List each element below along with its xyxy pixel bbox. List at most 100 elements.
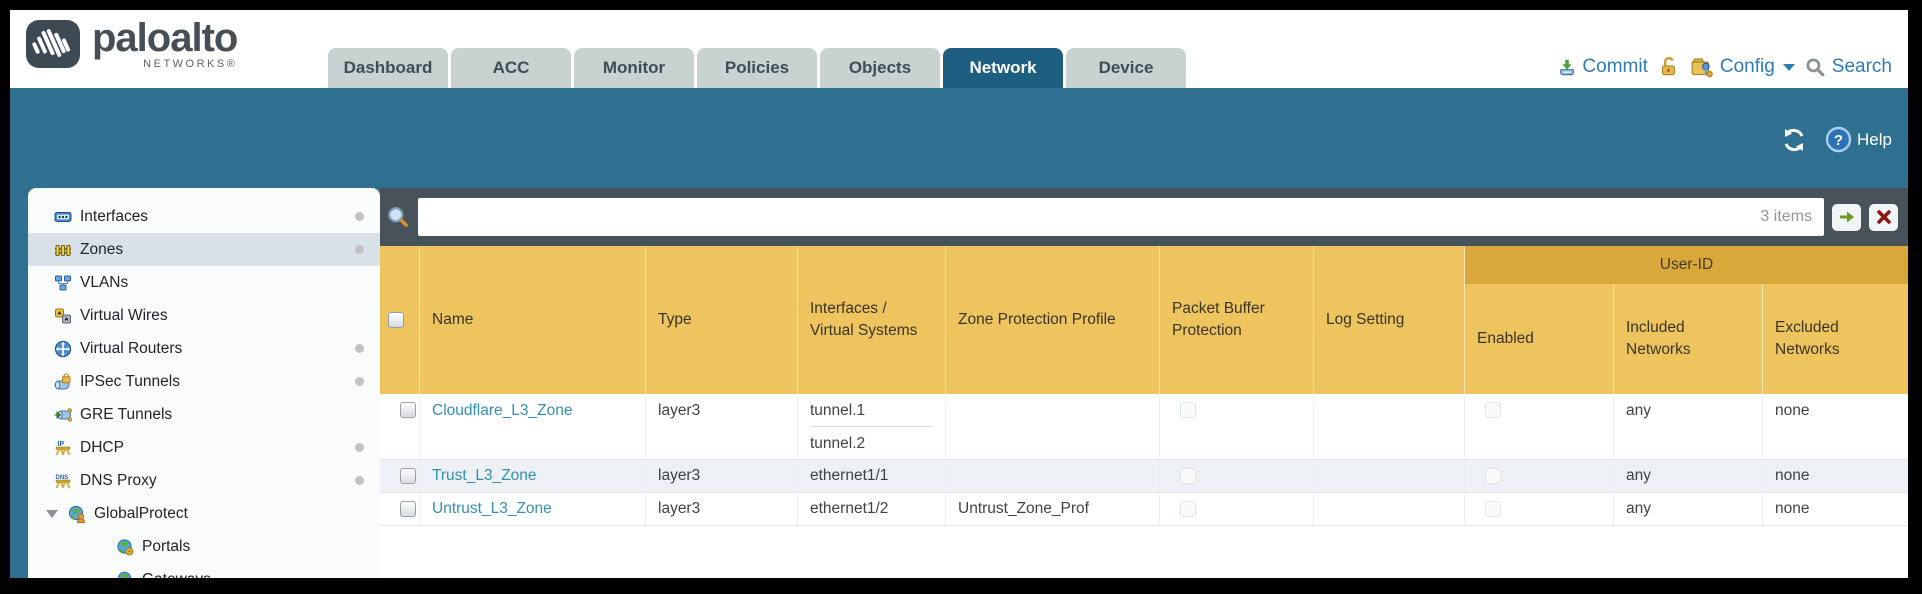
sidebar-item-vlans[interactable]: VLANs <box>28 266 380 299</box>
tab-objects[interactable]: Objects <box>820 48 940 88</box>
user-id-enabled-checkbox[interactable] <box>1485 402 1501 418</box>
sidebar-item-gateways[interactable]: Gateways <box>28 563 380 578</box>
status-dot <box>355 212 364 221</box>
sidebar-item-label: DNS Proxy <box>80 471 157 489</box>
sidebar-item-label: Gateways <box>142 571 211 579</box>
included-networks: any <box>1626 500 1651 517</box>
table-row[interactable]: Cloudflare_L3_Zone layer3 tunnel.1 tunne… <box>380 394 1908 460</box>
status-dot <box>355 476 364 485</box>
table-row[interactable]: Untrust_L3_Zone layer3 ethernet1/2 Untru… <box>380 493 1908 526</box>
user-id-enabled-checkbox[interactable] <box>1485 501 1501 517</box>
sidebar-item-dhcp[interactable]: IP DHCP <box>28 431 380 464</box>
tab-monitor[interactable]: Monitor <box>574 48 694 88</box>
status-dot <box>355 443 364 452</box>
unlock-icon[interactable] <box>1658 56 1680 78</box>
column-header-log-setting[interactable]: Log Setting <box>1314 246 1465 394</box>
paloalto-logo: paloalto NETWORKS® <box>26 16 238 70</box>
packet-buffer-protection-checkbox[interactable] <box>1180 501 1196 517</box>
zone-protection-profile: Untrust_Zone_Prof <box>958 500 1089 517</box>
user-id-enabled-checkbox[interactable] <box>1485 468 1501 484</box>
chevron-down-icon <box>1782 63 1795 71</box>
brand-name: paloalto <box>92 16 238 60</box>
sidebar-item-interfaces[interactable]: Interfaces <box>28 200 380 233</box>
item-count: 3 items <box>1760 208 1812 225</box>
sidebar-item-label: Interfaces <box>80 207 149 225</box>
app-window: paloalto NETWORKS® Dashboard ACC Monitor… <box>10 10 1908 578</box>
sidebar-item-label: GlobalProtect <box>94 504 188 522</box>
zone-name-link[interactable]: Untrust_L3_Zone <box>432 500 552 517</box>
tab-policies[interactable]: Policies <box>697 48 817 88</box>
excluded-networks: none <box>1775 500 1810 517</box>
included-networks: any <box>1626 467 1651 484</box>
zone-name-link[interactable]: Cloudflare_L3_Zone <box>432 402 573 419</box>
column-header-zone-protection-profile[interactable]: Zone Protection Profile <box>946 246 1160 394</box>
column-header-enabled[interactable]: Enabled <box>1465 284 1614 394</box>
refresh-icon[interactable] <box>1781 127 1807 153</box>
tab-network[interactable]: Network <box>943 48 1063 88</box>
paloalto-logo-icon <box>26 20 80 68</box>
select-all-cell <box>380 246 420 394</box>
apply-filter-button[interactable] <box>1832 203 1861 231</box>
config-menu[interactable]: Config <box>1690 56 1795 78</box>
column-header-excluded-networks[interactable]: Excluded Networks <box>1775 318 1840 358</box>
row-checkbox[interactable] <box>400 468 416 484</box>
sidebar-item-zones[interactable]: Zones <box>28 233 380 266</box>
tab-dashboard[interactable]: Dashboard <box>328 48 448 88</box>
excluded-networks: none <box>1775 467 1810 484</box>
column-header-included-networks[interactable]: Included Networks <box>1614 284 1763 394</box>
red-x-icon <box>1876 210 1891 224</box>
column-header-packet-buffer-protection[interactable]: Packet Buffer Protection <box>1160 246 1314 394</box>
packet-buffer-protection-checkbox[interactable] <box>1180 468 1196 484</box>
column-header-name[interactable]: Name <box>420 246 646 394</box>
row-checkbox[interactable] <box>400 402 416 418</box>
zones-panel: 3 items Name <box>380 188 1908 578</box>
packet-buffer-protection-checkbox[interactable] <box>1180 402 1196 418</box>
zone-interface: ethernet1/2 <box>810 500 889 517</box>
select-all-checkbox[interactable] <box>388 312 404 328</box>
table-row[interactable]: Trust_L3_Zone layer3 ethernet1/1 any non… <box>380 460 1908 493</box>
green-arrow-icon <box>1839 211 1854 223</box>
included-networks: any <box>1626 402 1651 419</box>
ipsec-tunnels-icon <box>54 372 71 389</box>
zone-interface: ethernet1/1 <box>810 467 889 484</box>
sidebar-item-ipsec-tunnels[interactable]: IPSec Tunnels <box>28 365 380 398</box>
status-dot <box>355 245 364 254</box>
tab-acc[interactable]: ACC <box>451 48 571 88</box>
search-icon <box>1806 57 1825 76</box>
help-button[interactable]: ? Help <box>1825 126 1892 153</box>
expander-icon[interactable] <box>46 509 58 518</box>
top-bar: paloalto NETWORKS® Dashboard ACC Monitor… <box>10 10 1908 88</box>
filter-bar: 3 items <box>380 188 1908 246</box>
search-button[interactable]: Search <box>1805 56 1892 78</box>
sidebar-item-dns-proxy[interactable]: DNS DNS Proxy <box>28 464 380 497</box>
tab-device[interactable]: Device <box>1066 48 1186 88</box>
status-dot <box>355 344 364 353</box>
vlans-icon <box>55 275 71 290</box>
gre-tunnels-icon <box>54 407 72 422</box>
zone-name-link[interactable]: Trust_L3_Zone <box>432 467 537 484</box>
network-sidebar: Interfaces Zones <box>28 188 380 578</box>
clear-filter-button[interactable] <box>1869 203 1898 231</box>
zone-type: layer3 <box>658 402 701 419</box>
sidebar-item-virtual-wires[interactable]: Virtual Wires <box>28 299 380 332</box>
sidebar-item-virtual-routers[interactable]: Virtual Routers <box>28 332 380 365</box>
sidebar-item-globalprotect[interactable]: GlobalProtect <box>28 497 380 530</box>
row-checkbox[interactable] <box>400 501 416 517</box>
virtual-routers-icon <box>54 340 72 357</box>
config-label: Config <box>1719 56 1775 77</box>
zones-icon <box>55 244 71 256</box>
sidebar-item-portals[interactable]: Portals <box>28 530 380 563</box>
column-header-type[interactable]: Type <box>646 246 798 394</box>
sidebar-item-label: IPSec Tunnels <box>80 372 180 390</box>
column-header-interfaces[interactable]: Interfaces / Virtual Systems <box>798 246 946 394</box>
config-icon <box>1691 58 1713 78</box>
user-id-group: User-ID Enabled Included Networks Exclud… <box>1465 246 1908 394</box>
teal-band: ? Help <box>10 88 1908 188</box>
svg-text:DNS: DNS <box>56 475 69 481</box>
sidebar-item-label: Portals <box>142 537 191 555</box>
filter-input[interactable]: 3 items <box>418 198 1824 236</box>
sidebar-item-label: GRE Tunnels <box>80 405 173 423</box>
sidebar-item-gre-tunnels[interactable]: GRE Tunnels <box>28 398 380 431</box>
zone-type: layer3 <box>658 500 701 517</box>
commit-button[interactable]: Commit <box>1558 56 1648 78</box>
